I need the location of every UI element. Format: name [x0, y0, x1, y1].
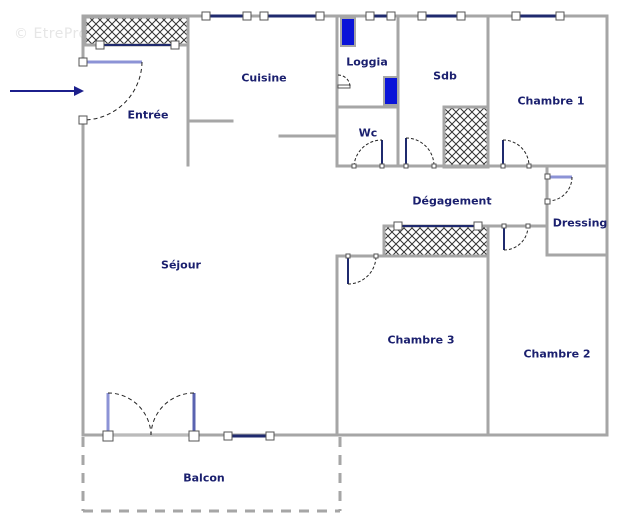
- window-loggia: [365, 11, 396, 21]
- balcony-outline: [81, 437, 342, 513]
- room-label-sdb: Sdb: [433, 69, 457, 83]
- closet-sdb: [442, 105, 490, 169]
- entry-arrow-icon: [10, 86, 84, 96]
- window-chambre1: [511, 11, 565, 21]
- door-loggia: [337, 74, 351, 89]
- door-balcon: [102, 392, 200, 442]
- door-chambre3: [345, 253, 379, 285]
- window-sejour-balcon: [223, 431, 275, 441]
- room-label-sejour: Séjour: [161, 258, 201, 272]
- window-cuisine-1: [201, 11, 252, 21]
- room-label-chambre1: Chambre 1: [517, 94, 585, 108]
- room-label-entree: Entrée: [127, 108, 169, 122]
- door-dressing: [544, 173, 573, 205]
- room-label-balcon: Balcon: [183, 471, 225, 485]
- loggia-appliances: [340, 17, 399, 106]
- room-label-chambre2: Chambre 2: [523, 347, 591, 361]
- door-chambre2: [501, 223, 531, 251]
- window-cuisine-2: [259, 11, 325, 21]
- sliding-doors: [95, 40, 483, 231]
- door-wc: [351, 139, 385, 169]
- room-label-degagement: Dégagement: [412, 194, 492, 208]
- room-label-chambre3: Chambre 3: [387, 333, 455, 347]
- doors: [78, 57, 573, 442]
- door-sdb: [403, 137, 437, 169]
- room-label-dressing: Dressing: [552, 216, 608, 230]
- door-chambre1: [500, 139, 532, 169]
- room-label-cuisine: Cuisine: [241, 71, 287, 85]
- door-entree: [78, 57, 143, 125]
- room-label-wc: Wc: [358, 126, 378, 140]
- windows: [201, 11, 565, 441]
- window-sdb: [417, 11, 466, 21]
- room-label-loggia: Loggia: [346, 55, 388, 69]
